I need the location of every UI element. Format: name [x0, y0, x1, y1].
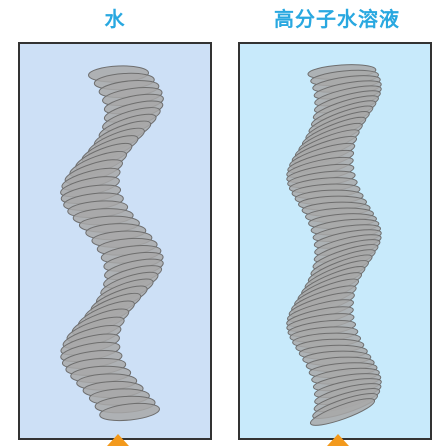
panel-title-polymer-solution: 高分子水溶液 [239, 4, 435, 34]
panel-polymer-solution [238, 42, 432, 440]
fiber-illustration-polymer-solution [240, 44, 430, 438]
orange-marker-arrow [107, 434, 129, 446]
twisted-fiber [285, 63, 382, 430]
panel-title-water: 水 [17, 4, 213, 34]
orange-marker-arrow [327, 434, 349, 446]
fiber-illustration-water [20, 44, 210, 438]
twisted-fiber [59, 65, 165, 423]
panel-water [18, 42, 212, 440]
